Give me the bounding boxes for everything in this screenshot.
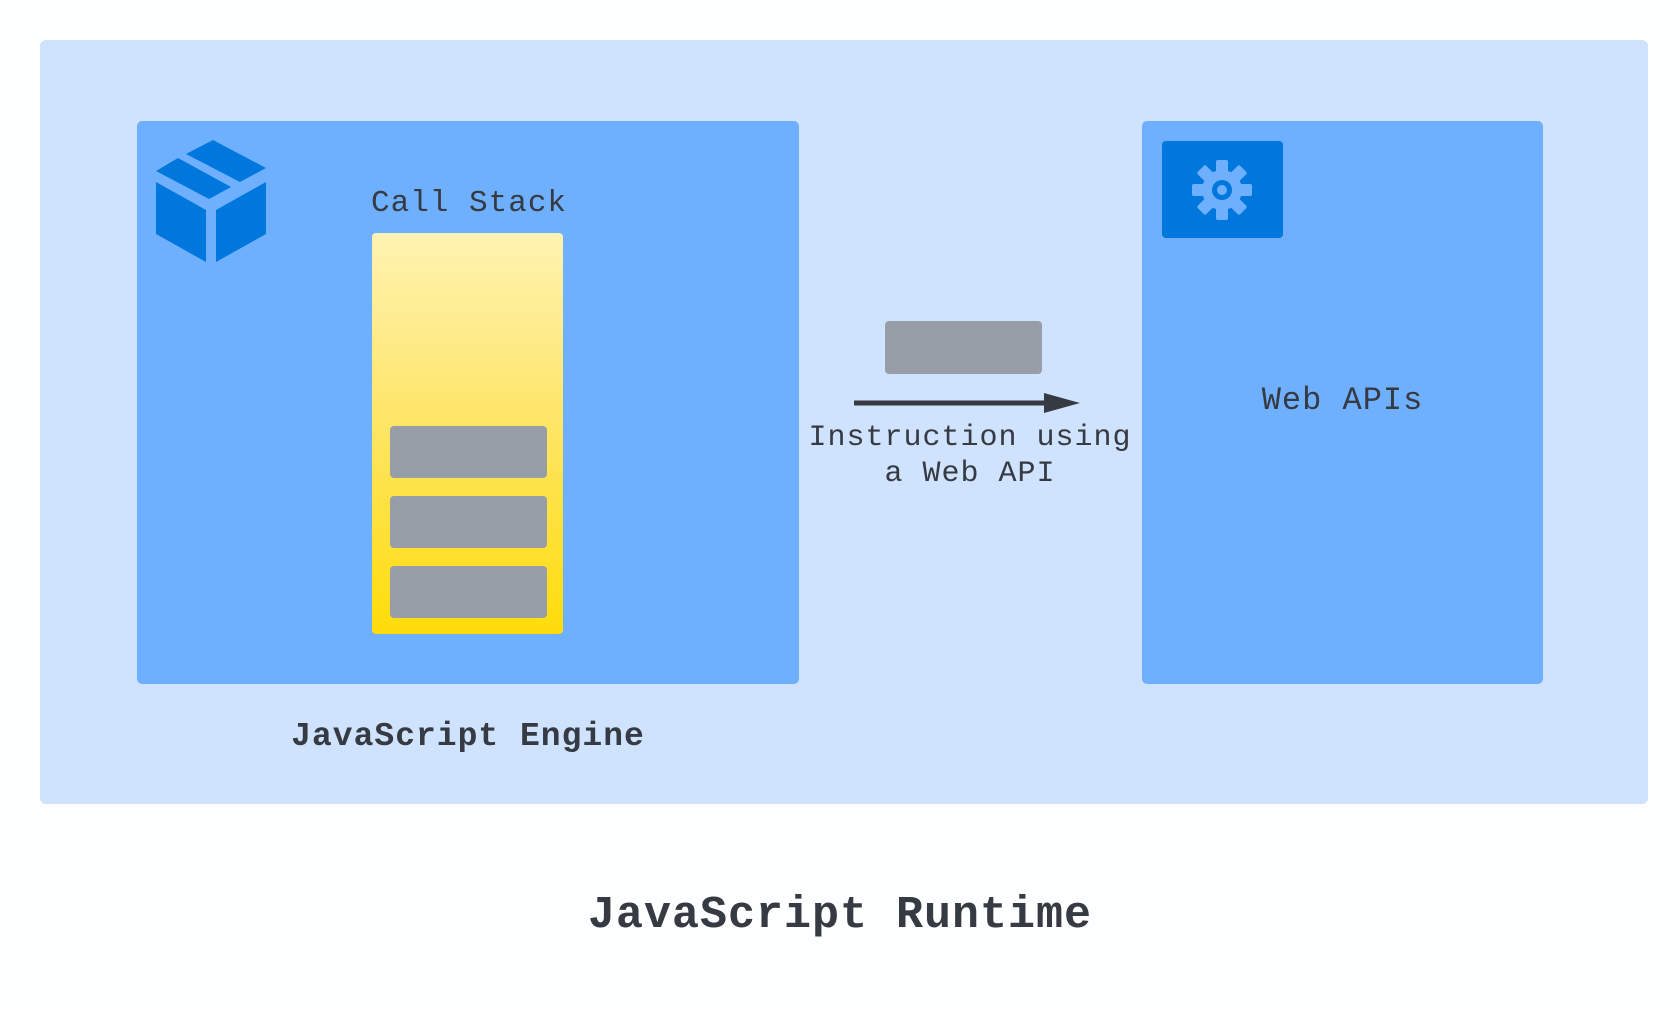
instruction-label-line1: Instruction using bbox=[808, 421, 1132, 455]
stack-frame bbox=[390, 426, 547, 478]
instruction-block bbox=[885, 321, 1042, 374]
arrow-right-icon bbox=[854, 393, 1080, 413]
instruction-label-line2: a Web API bbox=[884, 457, 1056, 491]
call-stack-label: Call Stack bbox=[371, 186, 568, 221]
gear-icon-tile bbox=[1162, 141, 1283, 238]
gear-icon bbox=[1192, 160, 1252, 220]
stack-frame bbox=[390, 496, 547, 548]
call-stack bbox=[372, 233, 563, 634]
javascript-runtime-label: JavaScript Runtime bbox=[587, 890, 1093, 941]
stack-frame bbox=[390, 566, 547, 618]
instruction-label: Instruction using a Web API bbox=[790, 420, 1150, 492]
cube-icon bbox=[156, 140, 266, 262]
javascript-engine-label: JavaScript Engine bbox=[291, 718, 645, 755]
web-apis-label: Web APIs bbox=[1261, 382, 1424, 419]
